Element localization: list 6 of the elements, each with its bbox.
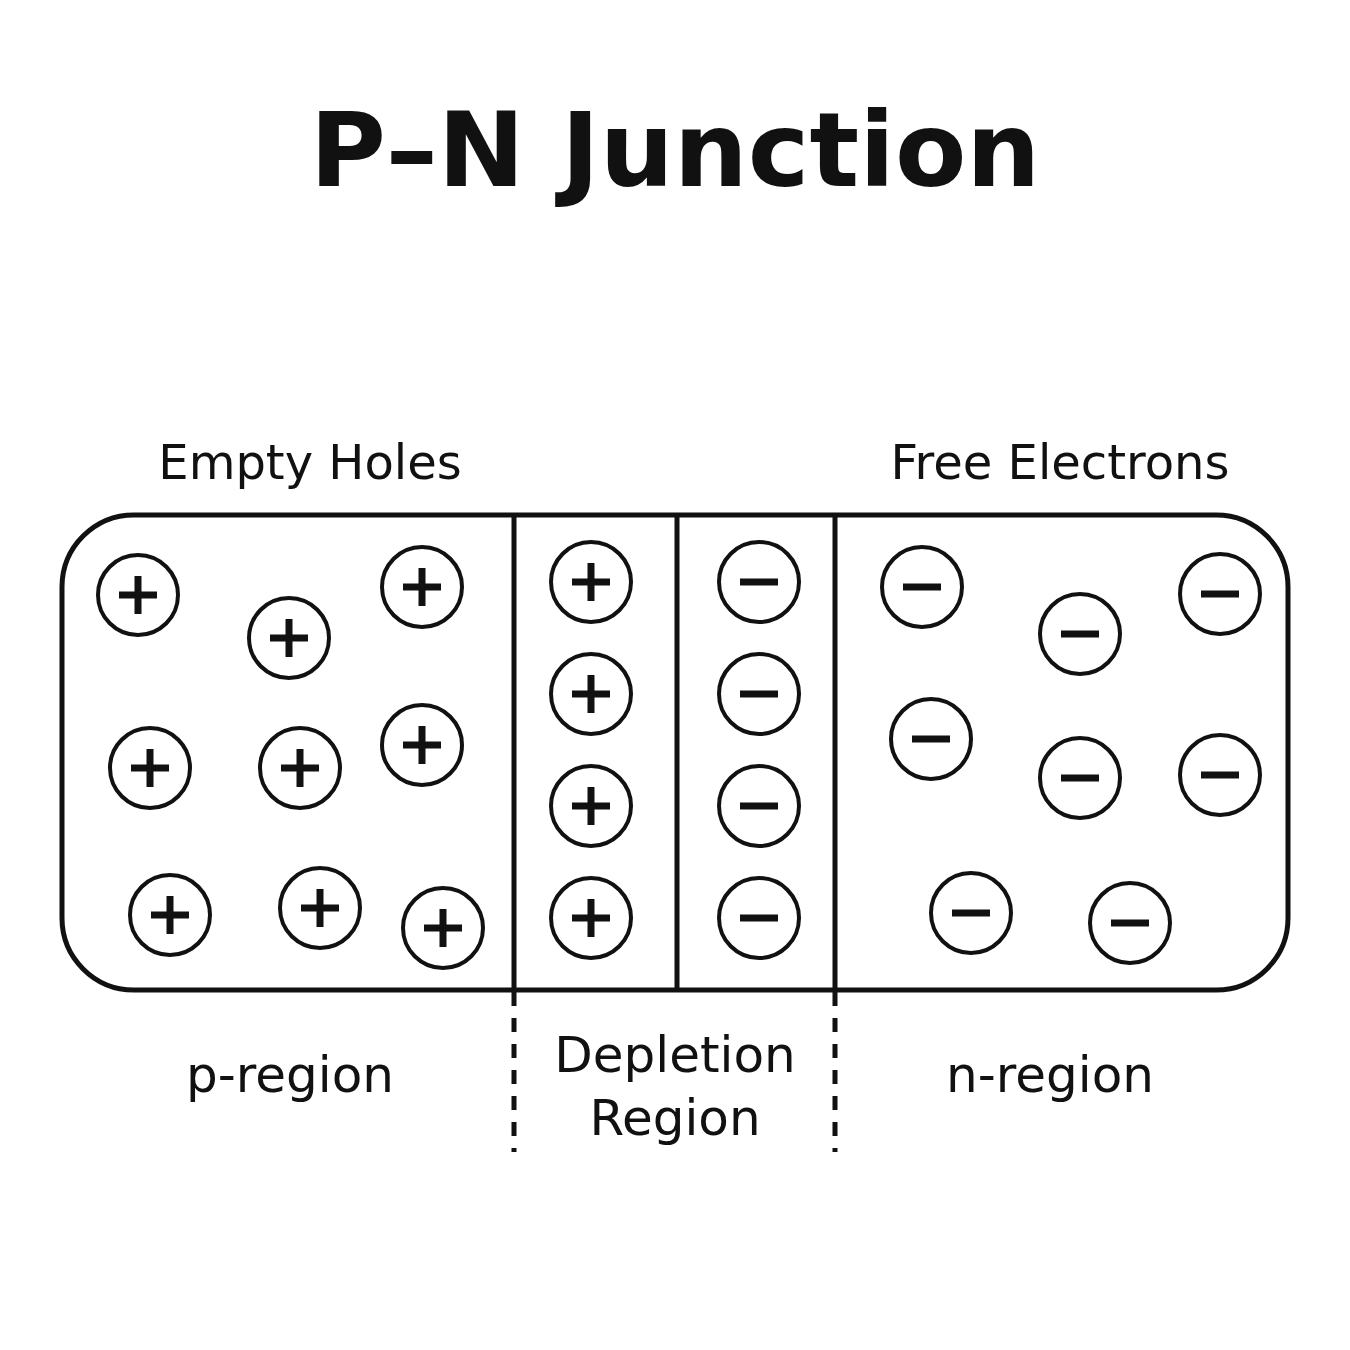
region-label: p-region <box>186 1045 394 1106</box>
region-label: n-region <box>946 1045 1154 1106</box>
carrier-label: Empty Holes <box>158 433 462 492</box>
region-label: Depletion Region <box>553 1025 797 1149</box>
title: P–N Junction <box>309 88 1041 213</box>
carrier-label: Free Electrons <box>890 433 1230 492</box>
